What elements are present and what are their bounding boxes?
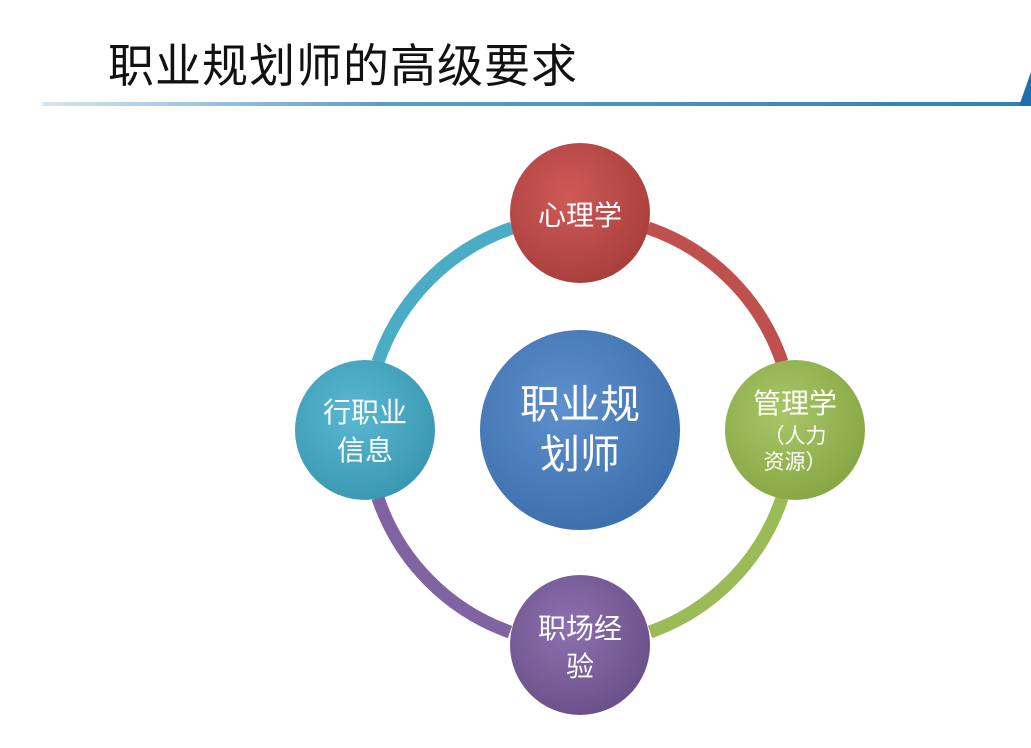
node-industry-label-line-2: 信息 [337,434,393,467]
center-node: 职业规 划师 [480,330,680,530]
node-psychology: 心理学 [510,143,650,283]
ring-arc-workplace-to-industry [371,495,513,639]
node-workplace-label-line-2: 验 [566,650,594,683]
ring-arc-management-to-workplace [647,495,789,639]
page-title: 职业规划师的高级要求 [108,39,578,93]
ring-arc-industry-to-psychology [371,221,515,365]
center-label-line-2: 划师 [540,432,620,478]
ring-arc-psychology-to-management [645,221,789,365]
node-management-label-line-1: 管理学 [753,387,837,420]
ring-arcs [371,221,789,639]
title-divider [42,102,1031,106]
node-psychology-label: 心理学 [538,199,622,232]
node-management-label-line-2: （人力 [764,424,827,448]
corner-accent-shape [1019,72,1031,106]
node-management-label-line-3: 资源） [764,450,827,474]
node-industry-label-line-1: 行职业 [323,396,407,429]
node-workplace: 职场经 验 [510,575,650,715]
node-management: 管理学 （人力 资源） [725,360,865,500]
node-industry: 行职业 信息 [295,360,435,500]
node-workplace-label-line-1: 职场经 [538,612,622,645]
center-label-line-1: 职业规 [520,382,640,428]
